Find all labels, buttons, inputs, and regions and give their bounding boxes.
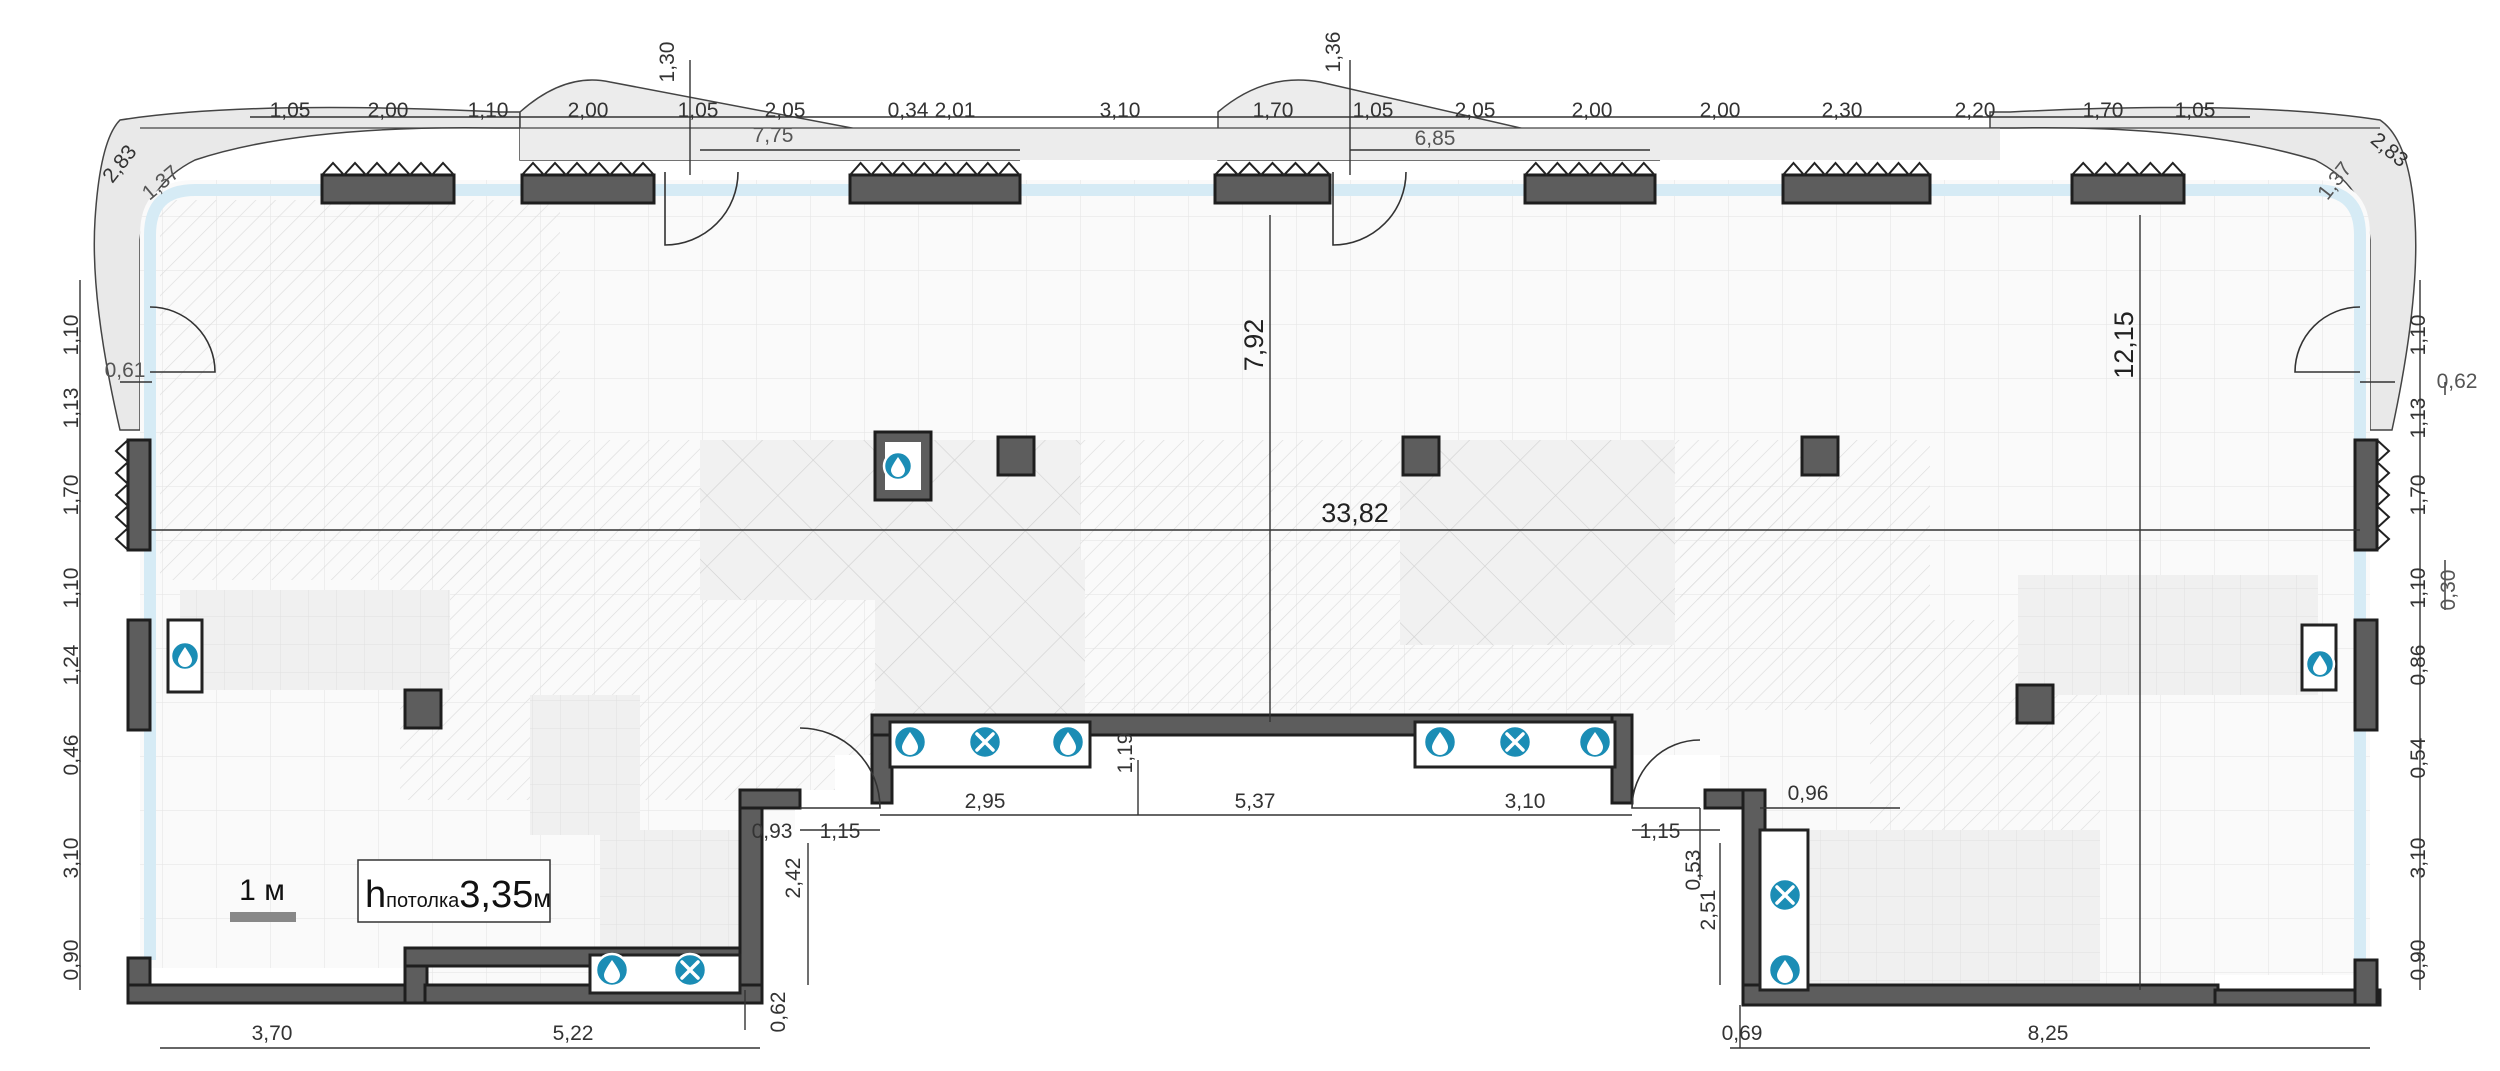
dim-top-5: 2,05 (765, 99, 806, 122)
dim-top-9: 1,70 (1253, 99, 1294, 122)
dim-top-vertical-0: 1,30 (656, 42, 679, 83)
walls (126, 438, 2382, 1007)
dim-top-secondary-0: 7,75 (753, 124, 794, 147)
dim-top-17: 1,05 (2175, 99, 2216, 122)
balcony-band (93, 79, 2417, 431)
fan-icon (1767, 877, 1803, 913)
fan-icon (672, 952, 708, 988)
ceiling-height-badge: hпотолка3,35м (357, 859, 551, 923)
dim-right-5: 0,54 (2407, 737, 2430, 778)
overall-length-label: 33,82 (1321, 498, 1389, 528)
dim-top-15: 2,20 (1955, 99, 1996, 122)
dim-right-4: 0,86 (2407, 645, 2430, 686)
dim-left-5: 0,46 (60, 735, 83, 776)
dim-top-10: 1,05 (1353, 99, 1394, 122)
dim-bottom-3: 8,25 (2028, 1022, 2069, 1045)
dim-notch-5: 0,93 (752, 820, 793, 843)
dim-right-7: 0,90 (2407, 940, 2430, 981)
dim-notch-8: 2,42 (782, 858, 805, 899)
ceiling-height-text: hпотолка3,35м (365, 874, 551, 916)
dim-right-1: 1,13 (2407, 398, 2430, 439)
dim-top-16: 1,70 (2083, 99, 2124, 122)
dim-bottom-2: 0,69 (1722, 1022, 1763, 1045)
water-drop-icon (1767, 952, 1803, 988)
ceiling-unit: м (533, 883, 551, 913)
dim-left-3: 1,10 (60, 568, 83, 609)
dim-left-7: 0,90 (60, 940, 83, 981)
dim-left-extra-0: 0,61 (105, 359, 146, 382)
scale-label: 1 м (239, 874, 285, 907)
doors (149, 171, 2361, 809)
depth-center-label: 7,92 (1239, 319, 1269, 372)
dim-notch-6: 0,96 (1788, 782, 1829, 805)
dim-top-secondary-1: 6,85 (1415, 127, 1456, 150)
water-drop-icon (594, 952, 630, 988)
dim-left-4: 1,24 (60, 644, 83, 685)
dim-right-6: 3,10 (2407, 838, 2430, 879)
dim-left-0: 1,10 (60, 315, 83, 356)
dimension-labels: 1,05 2,00 1,10 2,00 1,05 2,05 0,34 2,01 … (60, 32, 2477, 1045)
dim-right-extra-0: 0,62 (2437, 370, 2478, 393)
dim-top-4: 1,05 (678, 99, 719, 122)
dim-top-8: 3,10 (1100, 99, 1141, 122)
dim-left-2: 1,70 (60, 475, 83, 516)
dim-top-13: 2,00 (1700, 99, 1741, 122)
dim-top-0: 1,05 (270, 99, 311, 122)
water-drop-icon (1577, 724, 1613, 760)
dim-notch-1: 5,37 (1235, 790, 1276, 813)
dim-notch-11: 0,62 (767, 992, 790, 1033)
scale-bar: 1 м (230, 874, 296, 922)
dim-notch-0: 2,95 (965, 790, 1006, 813)
radiators (114, 161, 2391, 551)
dim-top-2: 1,10 (468, 99, 509, 122)
depth-right-label: 12,15 (2109, 311, 2139, 379)
main-dimension-labels: 33,82 7,92 12,15 (1239, 311, 2139, 528)
dim-notch-9: 0,53 (1682, 850, 1705, 891)
fan-icon (1497, 724, 1533, 760)
dim-right-3: 1,10 (2407, 568, 2430, 609)
dim-top-3: 2,00 (568, 99, 609, 122)
dim-bottom-0: 3,70 (252, 1022, 293, 1045)
water-drop-icon (1422, 724, 1458, 760)
dim-notch-7: 1,19 (1114, 733, 1137, 774)
ceiling-subscript: потолка (386, 890, 460, 912)
dim-top-11: 2,05 (1455, 99, 1496, 122)
dim-top-vertical-1: 1,36 (1322, 32, 1345, 73)
water-drop-icon (892, 724, 928, 760)
dim-bottom-1: 5,22 (553, 1022, 594, 1045)
dimension-lines (79, 60, 2446, 1049)
dim-notch-4: 1,15 (1640, 820, 1681, 843)
ceiling-value: 3,35 (459, 874, 533, 916)
water-drop-icon (882, 450, 914, 482)
fan-icon (967, 724, 1003, 760)
dim-right-2: 1,70 (2407, 475, 2430, 516)
water-drop-icon (169, 640, 201, 672)
dim-left-1: 1,13 (60, 388, 83, 429)
dim-left-6: 3,10 (60, 838, 83, 879)
dim-notch-3: 1,15 (820, 820, 861, 843)
dim-notch-2: 3,10 (1505, 790, 1546, 813)
water-drop-icon (2304, 648, 2336, 680)
dim-top-6: 0,34 (888, 99, 929, 122)
dim-top-12: 2,00 (1572, 99, 1613, 122)
ceiling-prefix: h (365, 874, 386, 916)
water-drop-icon (1050, 724, 1086, 760)
dim-right-0: 1,10 (2407, 315, 2430, 356)
dim-top-7: 2,01 (935, 99, 976, 122)
dim-notch-10: 2,51 (1697, 890, 1720, 931)
dim-top-1: 2,00 (368, 99, 409, 122)
dim-top-14: 2,30 (1822, 99, 1863, 122)
dim-right-extra-1: 0,30 (2437, 570, 2460, 611)
